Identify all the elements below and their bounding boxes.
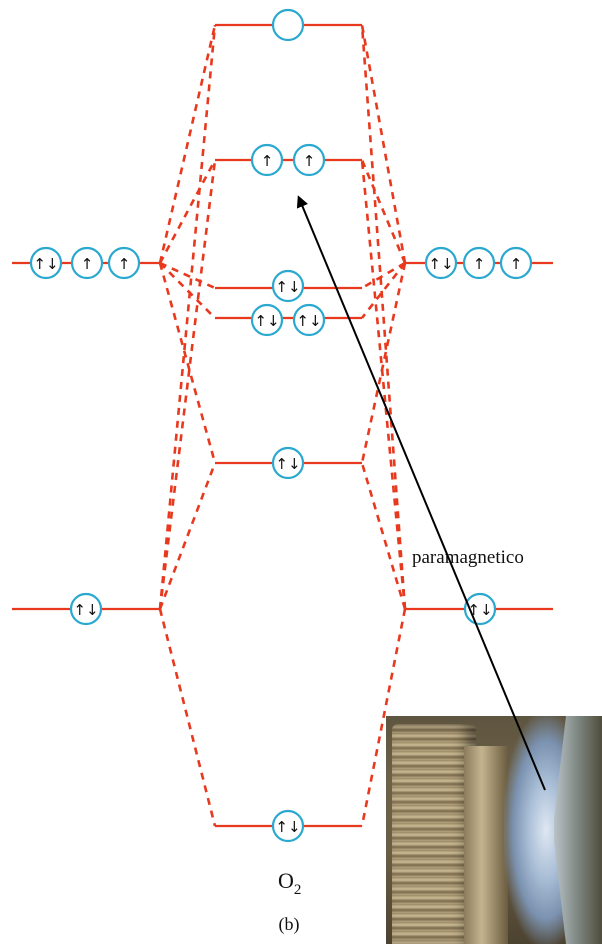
orbital-right-2p-3: ↑ (499, 246, 533, 280)
orbital-left-2p-2: ↑ (70, 246, 104, 280)
orbital-left-2p-3: ↑ (107, 246, 141, 280)
svg-text:↑: ↑ (118, 255, 131, 273)
orbitals: ↑ ↑ ↑↓ ↑↓ ↑↓ ↑↓ (29, 8, 533, 843)
svg-text:↑↓: ↑↓ (275, 818, 300, 836)
molecule-label: O2 (278, 868, 301, 898)
svg-text:↑↓: ↑↓ (33, 255, 58, 273)
orbital-sigma-star-2p (271, 8, 305, 42)
svg-text:↑↓: ↑↓ (467, 601, 492, 619)
svg-text:↑: ↑ (473, 255, 486, 273)
svg-text:↑↓: ↑↓ (275, 455, 300, 473)
svg-text:↑: ↑ (510, 255, 523, 273)
svg-text:↑: ↑ (81, 255, 94, 273)
orbital-pi-star-2p-a: ↑ (250, 143, 284, 177)
orbital-sigma-2s: ↑↓ (271, 809, 305, 843)
paramagnetic-annotation: paramagnetico (412, 547, 524, 568)
svg-text:↑: ↑ (261, 152, 274, 170)
magnet-pole-left (392, 724, 476, 944)
svg-text:↑↓: ↑↓ (254, 312, 279, 330)
liquid-oxygen-photo (386, 716, 602, 944)
orbital-right-2p-2: ↑ (462, 246, 496, 280)
magnet-pole-face (464, 746, 508, 944)
orbital-left-2p-1: ↑↓ (29, 246, 63, 280)
correlation-lines (158, 24, 407, 827)
orbital-pi-star-2p-b: ↑ (292, 143, 326, 177)
orbital-sigma-star-2s: ↑↓ (271, 446, 305, 480)
panel-label: (b) (279, 914, 300, 935)
svg-text:↑: ↑ (303, 152, 316, 170)
magnet-pole-right (554, 716, 602, 944)
orbital-right-2p-1: ↑↓ (424, 246, 458, 280)
svg-text:↑↓: ↑↓ (296, 312, 321, 330)
svg-text:↑↓: ↑↓ (275, 278, 300, 296)
orbital-sigma-2p: ↑↓ (271, 269, 305, 303)
annotation-arrow (296, 195, 546, 791)
svg-text:↑↓: ↑↓ (73, 601, 98, 619)
orbital-left-2s: ↑↓ (69, 592, 103, 626)
svg-text:↑↓: ↑↓ (428, 255, 453, 273)
orbital-pi-2p-a: ↑↓ (250, 303, 284, 337)
orbital-pi-2p-b: ↑↓ (292, 303, 326, 337)
